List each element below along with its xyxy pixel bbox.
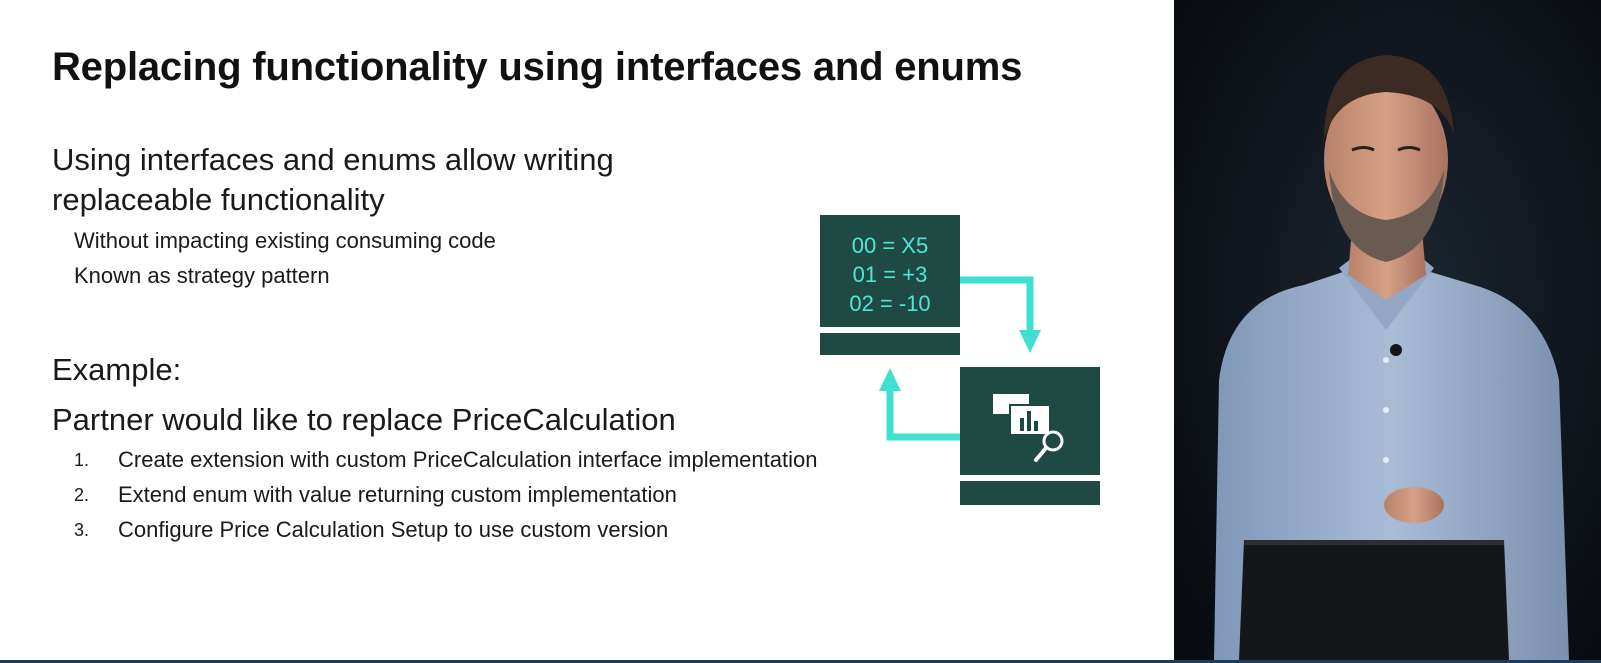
enum-box: 00 = X5 01 = +3 02 = -10 bbox=[820, 215, 960, 355]
step-number: 2. bbox=[74, 485, 90, 505]
scenario-text: Partner would like to replace PriceCalcu… bbox=[52, 402, 676, 437]
intro-point: Without impacting existing consuming cod… bbox=[74, 228, 496, 253]
report-search-icon bbox=[991, 392, 1064, 462]
step-text: Extend enum with value returning custom … bbox=[118, 482, 677, 507]
step-item: 2. Extend enum with value returning cust… bbox=[74, 480, 817, 515]
enum-line: 02 = -10 bbox=[849, 291, 930, 316]
step-text: Configure Price Calculation Setup to use… bbox=[118, 517, 669, 542]
step-text: Create extension with custom PriceCalcul… bbox=[118, 447, 818, 472]
step-number: 1. bbox=[74, 450, 90, 470]
arrow-down-icon bbox=[960, 276, 1041, 353]
intro-text: Using interfaces and enums allow writing… bbox=[52, 142, 614, 217]
implementation-box bbox=[960, 367, 1100, 505]
strategy-diagram: 00 = X5 01 = +3 02 = -10 bbox=[820, 215, 1100, 505]
slide-title: Replacing functionality using interfaces… bbox=[52, 45, 1023, 89]
steps-list: 1. Create extension with custom PriceCal… bbox=[74, 445, 817, 550]
step-item: 1. Create extension with custom PriceCal… bbox=[74, 445, 817, 480]
bottom-strip bbox=[0, 660, 1601, 663]
example-heading: Example: bbox=[52, 352, 182, 387]
enum-line: 01 = +3 bbox=[853, 262, 928, 287]
step-number: 3. bbox=[74, 520, 90, 540]
presenter-video-icon bbox=[1174, 0, 1601, 660]
arrow-up-icon bbox=[879, 368, 960, 441]
presentation-slide: Replacing functionality using interfaces… bbox=[0, 0, 1174, 660]
enum-line: 00 = X5 bbox=[852, 233, 928, 258]
step-item: 3. Configure Price Calculation Setup to … bbox=[74, 515, 817, 550]
intro-points: Without impacting existing consuming cod… bbox=[74, 226, 496, 296]
intro-point: Known as strategy pattern bbox=[74, 263, 330, 288]
